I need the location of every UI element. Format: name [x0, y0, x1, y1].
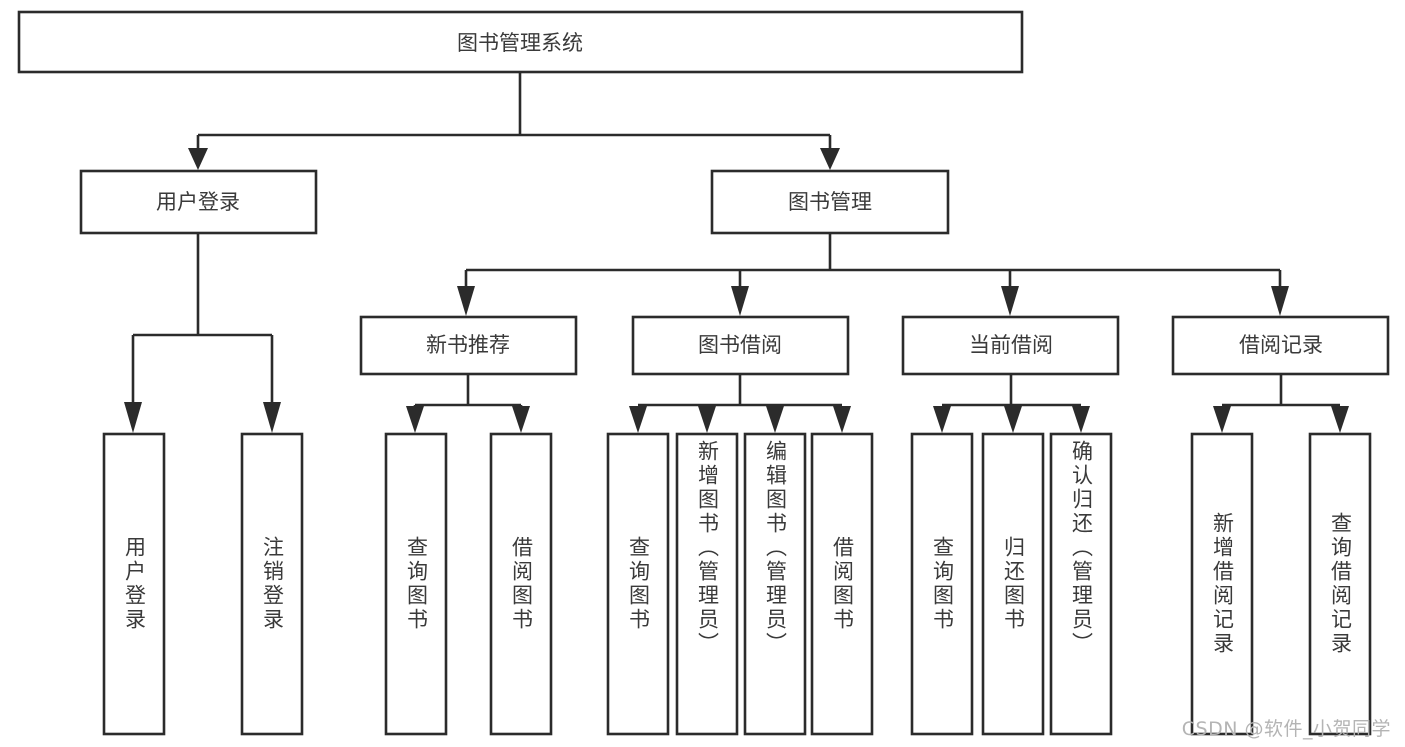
node-box-leaf-add-record[interactable] — [1190, 432, 1254, 736]
node-box-leaf-user-logout[interactable] — [240, 432, 304, 736]
node-box-current-borrow[interactable] — [901, 315, 1120, 376]
arrow-into-new-book-recommend — [457, 286, 475, 316]
arrow-into-leaf-query-book-1 — [406, 406, 424, 433]
node-layer: 图书管理系统 用户登录 图书管理 新书推荐 图书借阅 当前借阅 借阅记录 — [17, 10, 1390, 736]
connector-layer — [124, 72, 1349, 433]
arrow-into-current-borrow — [1001, 286, 1019, 316]
node-box-leaf-add-book[interactable] — [675, 432, 739, 736]
node-box-borrow-record[interactable] — [1171, 315, 1390, 376]
arrow-into-leaf-add-book — [698, 406, 716, 433]
node-box-leaf-query-book-1[interactable] — [384, 432, 448, 736]
arrow-into-leaf-edit-book — [766, 406, 784, 433]
node-box-leaf-query-book-2[interactable] — [606, 432, 670, 736]
arrow-into-leaf-return-book — [1004, 406, 1022, 433]
node-box-leaf-confirm-return[interactable] — [1049, 432, 1113, 736]
node-box-leaf-borrow-book-1[interactable] — [489, 432, 553, 736]
node-box-root[interactable] — [17, 10, 1024, 74]
node-label-book-manage: 图书管理 — [788, 190, 872, 214]
arrow-into-borrow-record — [1271, 286, 1289, 316]
arrow-into-leaf-query-book-3 — [933, 406, 951, 433]
arrow-into-book-borrow — [731, 286, 749, 316]
arrow-into-leaf-borrow-book-1 — [512, 406, 530, 433]
node-label-borrow-record: 借阅记录 — [1239, 333, 1323, 357]
arrow-into-leaf-borrow-book-2 — [833, 406, 851, 433]
node-box-leaf-query-record[interactable] — [1308, 432, 1372, 736]
node-label-current-borrow: 当前借阅 — [969, 333, 1053, 357]
node-box-leaf-edit-book[interactable] — [743, 432, 807, 736]
arrow-into-leaf-query-book-2 — [629, 406, 647, 433]
arrow-into-leaf-add-record — [1213, 406, 1231, 433]
node-box-leaf-query-book-3[interactable] — [910, 432, 974, 736]
watermark-text: CSDN @软件_小贺同学 — [1181, 718, 1391, 740]
node-box-new-book-recommend[interactable] — [359, 315, 578, 376]
node-label-new-book-recommend: 新书推荐 — [426, 333, 510, 357]
arrow-into-leaf-query-record — [1331, 406, 1349, 433]
node-box-leaf-return-book[interactable] — [981, 432, 1045, 736]
node-label-root: 图书管理系统 — [457, 31, 583, 55]
arrow-into-book-manage — [820, 148, 840, 170]
node-label-user-login: 用户登录 — [156, 190, 240, 214]
node-box-book-borrow[interactable] — [631, 315, 850, 376]
arrow-into-leaf-user-logout — [263, 402, 281, 433]
arrow-into-user-login — [188, 148, 208, 170]
node-box-book-manage[interactable] — [710, 169, 950, 235]
node-box-leaf-borrow-book-2[interactable] — [810, 432, 874, 736]
node-box-user-login[interactable] — [79, 169, 318, 235]
node-box-leaf-user-login[interactable] — [102, 432, 166, 736]
node-label-book-borrow: 图书借阅 — [698, 333, 782, 357]
arrow-into-leaf-user-login — [124, 402, 142, 433]
arrow-into-leaf-confirm-return — [1072, 406, 1090, 433]
